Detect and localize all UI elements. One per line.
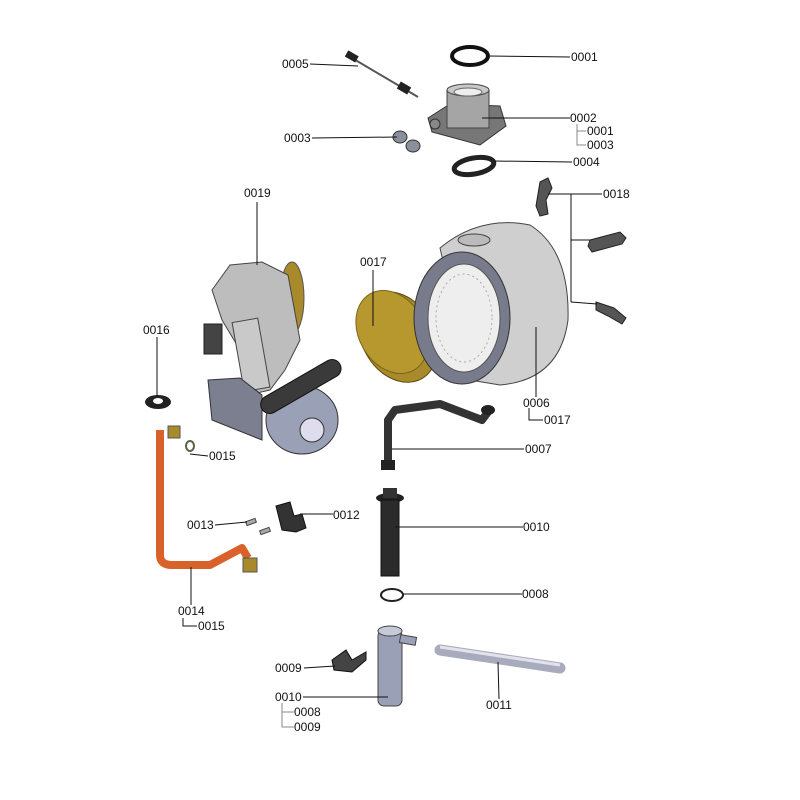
label-0010: 0010 [523,520,550,534]
label-0002-sub-0003: 0003 [587,138,614,152]
part-0001-oring [450,45,490,67]
label-0005: 0005 [282,57,309,71]
part-0018-brackets [535,177,627,325]
label-0001: 0001 [571,50,598,64]
part-labels: 0001 0005 0002 0001 0003 0003 0004 0018 … [143,50,630,734]
part-0003-caps [392,130,421,153]
label-0012: 0012 [333,508,360,522]
label-0017: 0017 [360,255,387,269]
label-0014: 0014 [178,604,205,618]
part-0019-burner-assembly [203,261,342,455]
part-0007-condensate-pipe [384,400,492,465]
part-0010-siphon-lower [377,625,418,707]
label-0002-sub-0001: 0001 [587,124,614,138]
label-0010-sub-0008: 0008 [294,705,321,719]
part-0014-nut-top [167,425,181,439]
label-0008: 0008 [522,587,549,601]
part-0004-gasket [451,154,497,178]
part-0007-foot [381,460,395,470]
part-0012-clip [275,501,307,533]
label-0002: 0002 [570,111,597,125]
part-0010-siphon-upper [376,488,404,577]
label-0003: 0003 [284,131,311,145]
label-0018: 0018 [603,187,630,201]
label-0015: 0015 [209,449,236,463]
label-0010-sub-0009: 0009 [294,720,321,734]
label-0009: 0009 [275,661,302,675]
label-0019: 0019 [244,186,271,200]
label-0007: 0007 [525,442,552,456]
part-0008-oring [380,588,404,602]
label-0006-sub-0017: 0017 [544,413,571,427]
leader-lines [156,55,602,728]
label-0014-sub-0015: 0015 [198,619,225,633]
part-0002-flue-adaptor [427,83,507,146]
label-0016: 0016 [143,323,170,337]
label-0004: 0004 [573,155,600,169]
part-0014-nut-bottom [242,557,258,573]
label-0011: 0011 [486,698,512,712]
part-0013-screws [244,517,272,536]
part-0015-oring [185,440,195,452]
label-0010-lower: 0010 [275,690,302,704]
part-0007-end [481,405,495,415]
part-0016-hole [153,398,163,404]
part-0011-tube [434,644,566,674]
part-0005-sensor [344,50,419,98]
part-0006-heat-exchanger [413,222,569,386]
part-0009-clip [331,649,367,673]
label-0013: 0013 [187,518,214,532]
part-0011-highlight [439,645,561,667]
part-0014-gas-pipe [156,430,252,569]
label-0006: 0006 [523,396,550,410]
